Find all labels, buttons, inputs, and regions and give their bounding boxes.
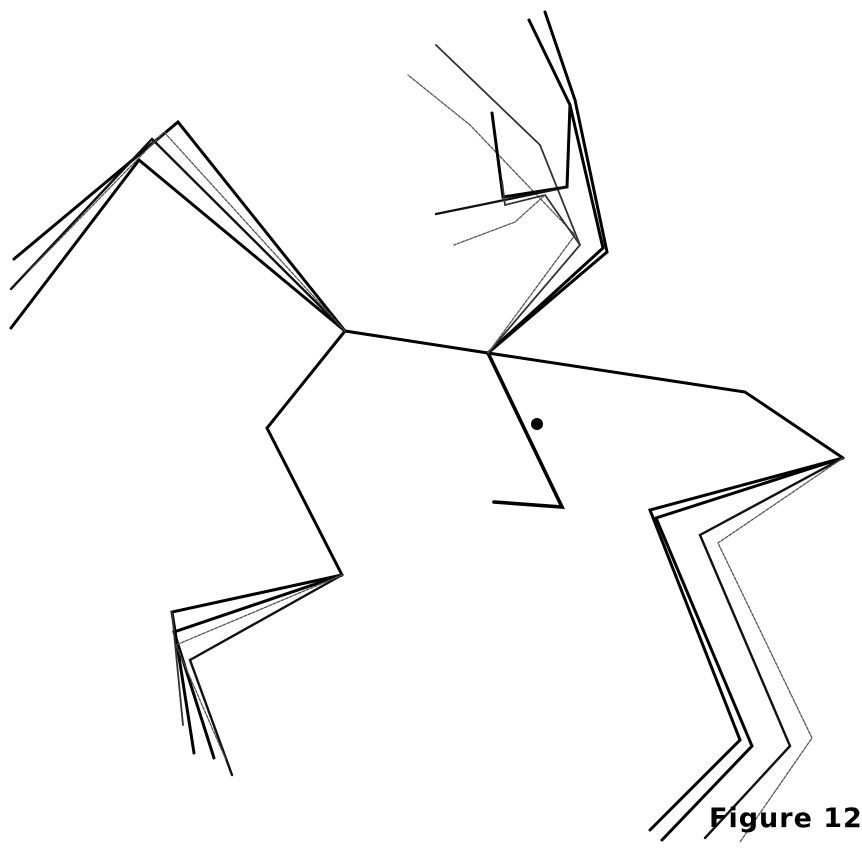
branch-upper-right-inner-4 [454, 195, 545, 245]
branch-upper-left-line-1 [14, 122, 345, 331]
branch-lower-left-line-1 [172, 575, 342, 753]
branch-lower-right-line-3 [700, 458, 843, 838]
branch-upper-left [11, 122, 345, 331]
central-dot-marker [531, 418, 543, 430]
branch-upper-left-line-4 [30, 132, 345, 331]
figure-caption: Figure 12 [709, 803, 862, 834]
backbone-top-bar [345, 331, 843, 458]
backbone-left-loop [267, 331, 345, 575]
branch-upper-right [408, 12, 607, 353]
backbone [267, 331, 843, 575]
branch-lower-right [650, 458, 843, 842]
backbone-inner-hook [488, 353, 562, 507]
branch-lower-left-line-2 [174, 575, 342, 758]
branch-lower-left [172, 575, 342, 775]
branch-lower-left-line-3 [190, 575, 342, 775]
branch-upper-right-inner-1 [492, 105, 570, 197]
branch-upper-left-line-2 [11, 139, 345, 331]
branch-upper-left-line-3 [11, 160, 345, 331]
